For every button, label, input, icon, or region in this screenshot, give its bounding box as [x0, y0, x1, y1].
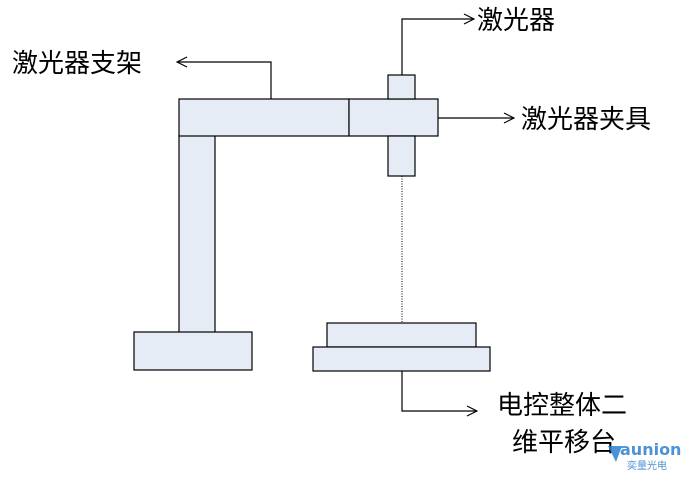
laser-label: 激光器: [477, 6, 555, 36]
laser-body-top: [387, 74, 416, 100]
watermark-logo: aunion 奕量光电: [608, 440, 681, 472]
support-post: [178, 134, 216, 334]
watermark-sub: 奕量光电: [627, 459, 667, 472]
laser-leader-line: [401, 19, 474, 75]
laser-clamp-label: 激光器夹具: [521, 105, 651, 135]
support-arm: [178, 98, 350, 137]
laser-body-bottom: [387, 135, 416, 177]
laser-clamp: [348, 98, 439, 137]
stage-top-plate: [326, 322, 477, 348]
stage-label-line2: 维平移台: [512, 428, 616, 458]
stage-label-line1: 电控整体二: [497, 391, 627, 421]
logo-mark-icon: [608, 446, 622, 462]
laser-support-label: 激光器支架: [12, 49, 142, 79]
support-leader-line: [177, 62, 272, 99]
support-base: [133, 331, 253, 371]
stage-bottom-plate: [312, 346, 491, 372]
stage-leader-line: [401, 371, 477, 411]
watermark-brand: aunion: [620, 440, 681, 459]
